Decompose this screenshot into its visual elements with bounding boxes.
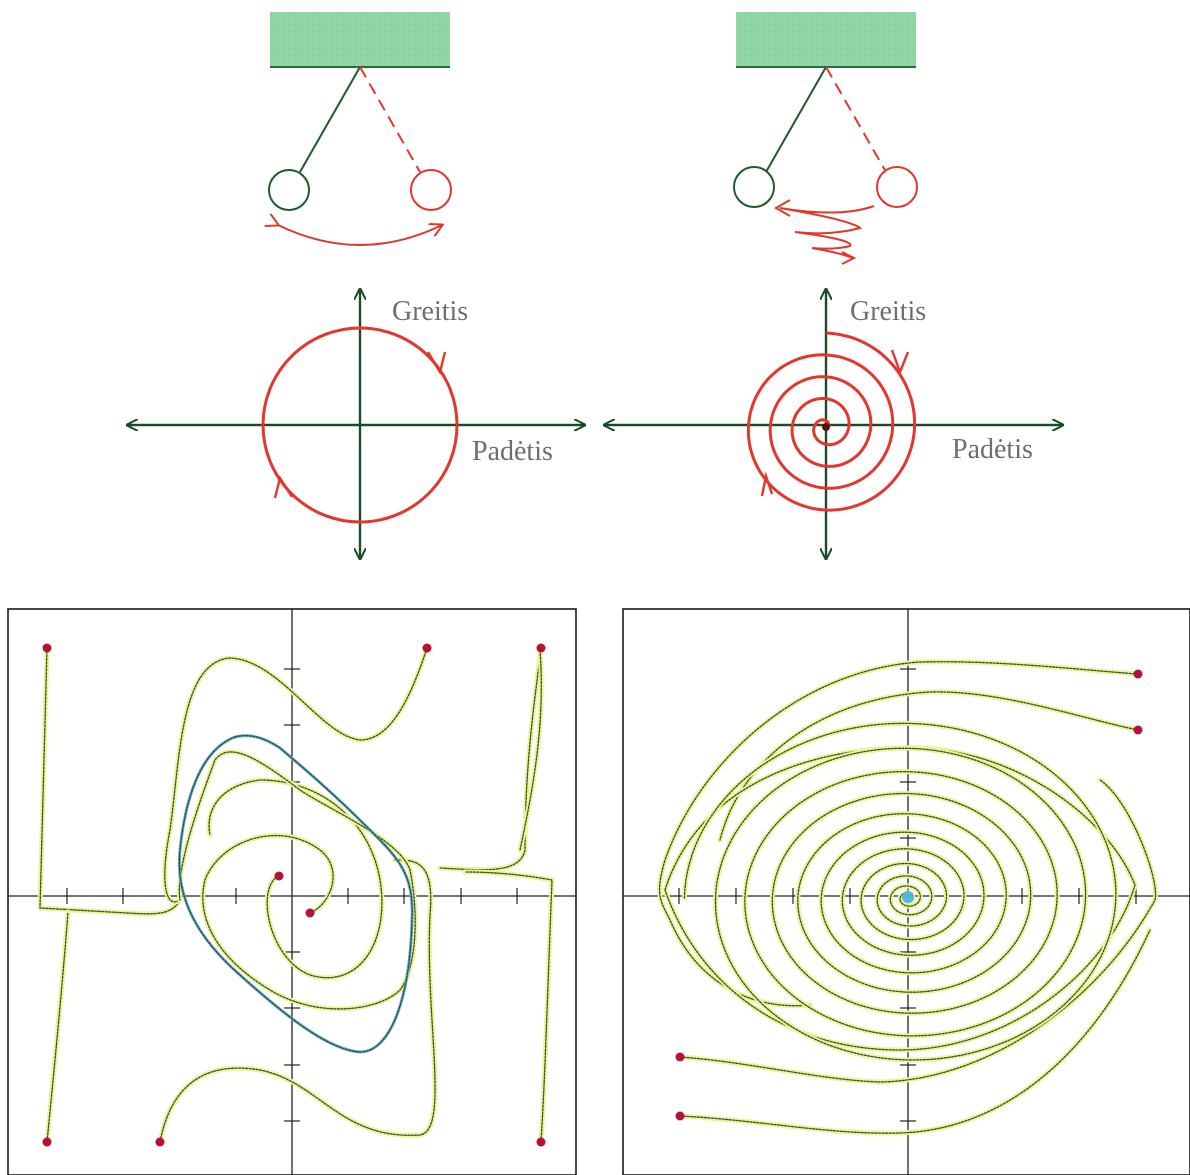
pendulum-ideal-diagram bbox=[268, 12, 452, 246]
attractor-point bbox=[902, 891, 914, 903]
pendulum-string-dashed bbox=[359, 66, 421, 173]
velocity-axis-label: Greitis bbox=[850, 296, 926, 327]
trajectory-2 bbox=[679, 779, 1157, 1083]
trajectory-1 bbox=[719, 691, 1139, 841]
pendulum-string-dashed bbox=[825, 66, 887, 173]
pendulum-bob bbox=[733, 166, 775, 208]
spiral-trajectory bbox=[683, 722, 1117, 1061]
pendulum-string bbox=[299, 66, 361, 173]
phase-portrait-limit-cycle bbox=[7, 608, 577, 1175]
pendulum-damped-diagram bbox=[733, 12, 918, 265]
spiral-arrow-top bbox=[890, 349, 910, 376]
pendulum-string bbox=[765, 66, 827, 173]
start-point bbox=[274, 871, 284, 881]
position-axis-label: Padėtis bbox=[952, 434, 1033, 465]
position-axis-label: Padėtis bbox=[472, 436, 553, 467]
start-point bbox=[675, 1052, 685, 1062]
limit-cycle-core bbox=[178, 734, 413, 1053]
damped-swing-arrowhead bbox=[773, 199, 791, 217]
start-point bbox=[42, 1137, 52, 1147]
orbit-arrow-right bbox=[426, 351, 447, 376]
trajectory-4 bbox=[464, 871, 553, 1143]
start-point bbox=[536, 1137, 546, 1147]
start-point bbox=[305, 908, 315, 918]
start-point bbox=[536, 643, 546, 653]
trajectory-7 bbox=[178, 751, 416, 1010]
pendulum-bob bbox=[268, 169, 310, 211]
phase-diagram-circle: Greitis Padėtis bbox=[128, 290, 584, 558]
start-point bbox=[1133, 725, 1143, 735]
swing-arrow bbox=[278, 225, 442, 246]
pendulum-support bbox=[736, 12, 916, 67]
velocity-axis-label: Greitis bbox=[392, 296, 468, 327]
start-point bbox=[1133, 669, 1143, 679]
start-points bbox=[675, 669, 1143, 1121]
trajectories bbox=[657, 659, 1159, 1136]
start-point bbox=[675, 1111, 685, 1121]
start-point bbox=[42, 643, 52, 653]
spiral-arrow-bottom bbox=[760, 471, 774, 497]
phase-diagram-spiral: Greitis Padėtis bbox=[605, 290, 1062, 558]
pendulum-support bbox=[270, 12, 450, 67]
phase-portrait-spiral-attractor bbox=[622, 608, 1190, 1175]
trajectory-5 bbox=[164, 647, 428, 903]
start-point bbox=[422, 643, 432, 653]
pendulum-bob-ghost bbox=[410, 169, 452, 211]
trajectory-6 bbox=[208, 779, 383, 979]
trajectory-3 bbox=[679, 929, 1151, 1134]
spiral-center bbox=[822, 423, 830, 431]
trajectories bbox=[37, 645, 555, 1145]
trajectory-2 bbox=[159, 859, 436, 1143]
trajectory-8 bbox=[519, 649, 542, 851]
start-point bbox=[155, 1137, 165, 1147]
trajectory-0 bbox=[658, 661, 1139, 1007]
damped-swing-arrowhead-end bbox=[841, 251, 857, 265]
trajectory-0 bbox=[39, 647, 181, 915]
trajectory-1 bbox=[46, 911, 69, 1143]
phase-spiral bbox=[746, 331, 917, 512]
damped-swing-arrow bbox=[779, 205, 875, 259]
pendulum-bob-ghost bbox=[876, 166, 918, 208]
orbit-arrow-left bbox=[273, 474, 294, 499]
start-points bbox=[42, 643, 546, 1147]
phase-orbit-circle bbox=[261, 326, 459, 524]
